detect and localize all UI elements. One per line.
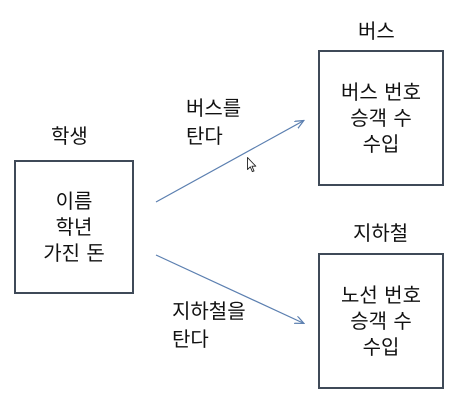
mouse-pointer-icon <box>247 157 257 173</box>
student-attr-name: 이름 <box>55 189 93 213</box>
arrow-student-to-subway <box>155 254 303 323</box>
edge-label-take-bus-line1: 버스를 <box>186 96 242 120</box>
student-title: 학생 <box>51 124 88 148</box>
edge-label-take-subway-line2: 탄다 <box>172 327 209 351</box>
edge-label-take-bus-line2: 탄다 <box>186 124 223 148</box>
arrow-student-to-bus <box>155 121 303 203</box>
subway-title: 지하철 <box>353 221 409 245</box>
bus-box: 버스 번호 승객 수 수입 <box>318 50 444 186</box>
bus-attr-revenue: 수입 <box>362 132 400 156</box>
edge-label-take-subway: 지하철을 탄다 <box>172 297 246 353</box>
student-box: 이름 학년 가진 돈 <box>14 160 134 294</box>
edge-label-take-subway-line1: 지하철을 <box>172 299 246 323</box>
bus-title: 버스 <box>358 19 395 43</box>
subway-attr-revenue: 수입 <box>362 335 400 359</box>
subway-attr-line-number: 노선 번호 <box>341 283 421 307</box>
subway-box: 노선 번호 승객 수 수입 <box>318 253 444 389</box>
bus-attr-number: 버스 번호 <box>341 80 421 104</box>
student-attr-grade: 학년 <box>55 215 93 239</box>
edge-label-take-bus: 버스를 탄다 <box>186 94 241 150</box>
subway-attr-passengers: 승객 수 <box>350 309 412 333</box>
student-attr-money: 가진 돈 <box>43 241 105 265</box>
bus-attr-passengers: 승객 수 <box>350 106 412 130</box>
